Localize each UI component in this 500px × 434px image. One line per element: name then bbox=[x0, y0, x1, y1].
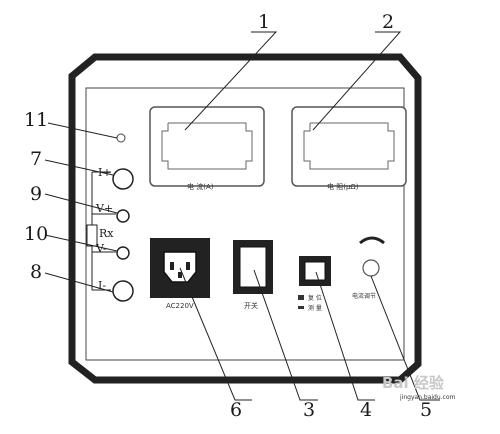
terminal-v-minus[interactable] bbox=[116, 246, 130, 260]
terminal-i-minus[interactable] bbox=[112, 280, 134, 302]
watermark-logo: Bai 经验 bbox=[382, 374, 445, 392]
power-switch[interactable] bbox=[233, 240, 273, 294]
indicator-lamp bbox=[116, 133, 126, 143]
callout-1: 1 bbox=[258, 11, 270, 33]
resistance-display-label: 电 阻(μΩ) bbox=[327, 182, 359, 191]
terminal-v-plus-label: V+ bbox=[95, 202, 113, 215]
callout-9: 9 bbox=[30, 183, 42, 205]
callout-7: 7 bbox=[30, 148, 42, 170]
callout-4: 4 bbox=[360, 399, 372, 421]
measure-state-icon bbox=[298, 306, 304, 309]
callout-11: 11 bbox=[24, 109, 48, 131]
rx-label: Rx bbox=[99, 227, 114, 240]
current-adjust-label: 电流调节 bbox=[352, 292, 376, 300]
callout-3: 3 bbox=[303, 399, 315, 421]
resistance-display: 电 阻(μΩ) bbox=[291, 106, 407, 191]
reset-measure-button[interactable] bbox=[299, 256, 331, 286]
callout-8: 8 bbox=[30, 261, 42, 283]
current-display-label: 电 流(A) bbox=[187, 182, 214, 191]
rx-resistor bbox=[86, 224, 98, 247]
terminal-v-minus-label: V- bbox=[95, 242, 107, 255]
measure-label: 测 量 bbox=[308, 304, 322, 312]
current-adjust-knob[interactable] bbox=[362, 259, 380, 277]
terminal-i-plus[interactable] bbox=[112, 168, 134, 190]
callout-5: 5 bbox=[420, 399, 432, 421]
terminal-i-plus-label: I+ bbox=[98, 166, 112, 179]
reset-state-icon bbox=[298, 295, 304, 300]
power-socket-label: AC220V bbox=[166, 302, 194, 310]
terminal-v-plus[interactable] bbox=[116, 209, 130, 223]
callout-leaders bbox=[44, 31, 440, 401]
callout-2: 2 bbox=[382, 11, 394, 33]
watermark-url: jingyan.baidu.com bbox=[399, 394, 456, 401]
callout-10: 10 bbox=[24, 223, 48, 245]
terminal-i-minus-label: I- bbox=[98, 279, 106, 292]
power-switch-label: 开关 bbox=[244, 301, 258, 310]
reset-label: 复 位 bbox=[308, 294, 322, 302]
callout-6: 6 bbox=[230, 399, 242, 421]
current-display: 电 流(A) bbox=[149, 106, 265, 191]
knob-range-arc bbox=[359, 236, 385, 245]
